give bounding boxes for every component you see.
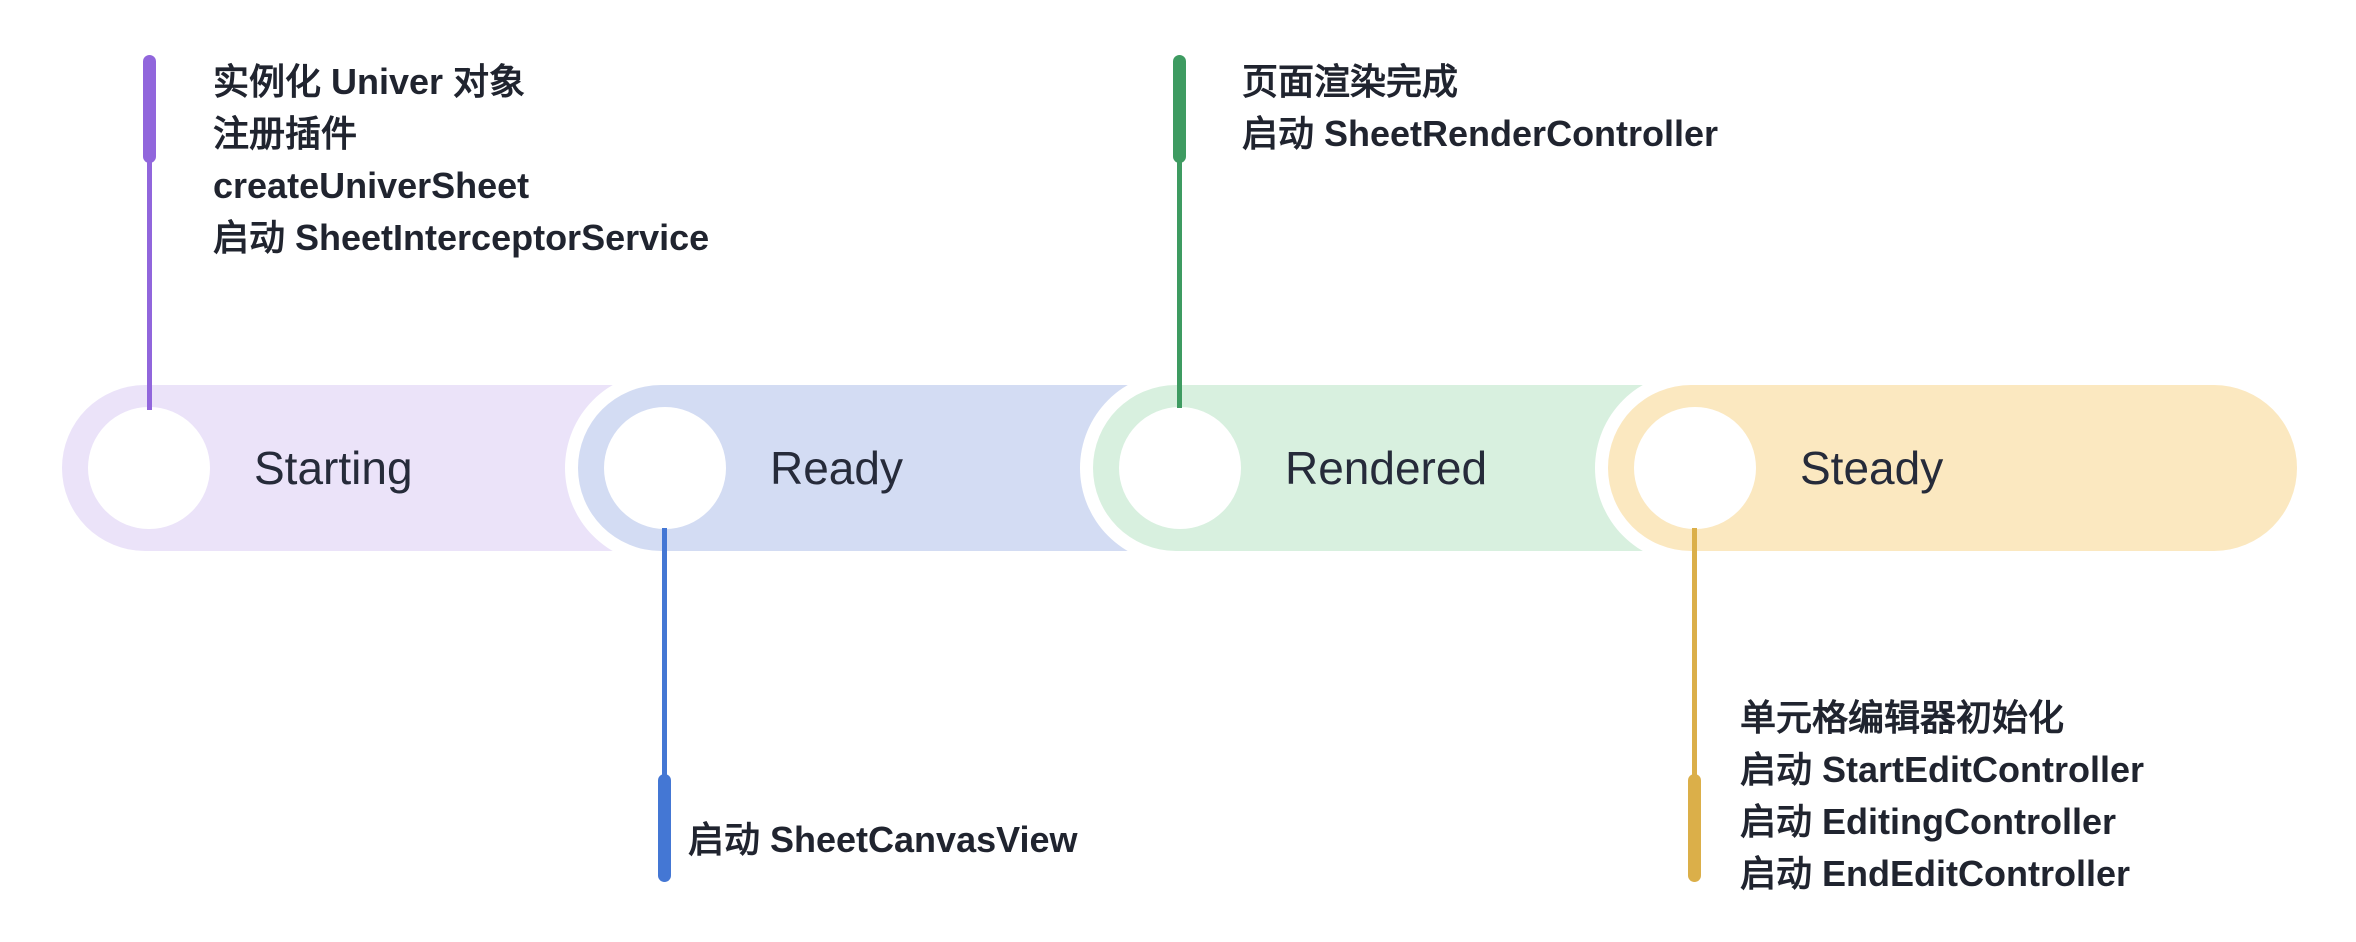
annotation-line: 启动 SheetRenderController bbox=[1242, 113, 1719, 154]
event-marker-rendered bbox=[1173, 55, 1186, 163]
stage-label-ready: Ready bbox=[770, 442, 903, 494]
event-marker-ready bbox=[658, 774, 671, 882]
annotation-rendered: 页面渲染完成 启动 SheetRenderController bbox=[1242, 56, 1718, 160]
stage-knob-ready bbox=[604, 407, 726, 529]
annotation-line: 启动 StartEditController bbox=[1740, 749, 2145, 790]
annotation-steady: 单元格编辑器初始化 启动 StartEditController 启动 Edit… bbox=[1740, 692, 2144, 900]
annotation-line: 页面渲染完成 bbox=[1242, 61, 1459, 102]
annotation-line: createUniverSheet bbox=[213, 165, 530, 206]
connector-line-steady bbox=[1692, 528, 1697, 782]
stage-knob-starting bbox=[88, 407, 210, 529]
stage-knob-rendered bbox=[1119, 407, 1241, 529]
event-marker-steady bbox=[1688, 774, 1701, 882]
annotation-ready: 启动 SheetCanvasView bbox=[688, 814, 1078, 866]
annotation-line: 启动 SheetInterceptorService bbox=[213, 217, 710, 258]
annotation-line: 实例化 Univer 对象 bbox=[213, 61, 526, 102]
connector-line-starting bbox=[147, 150, 152, 410]
stage-label-starting: Starting bbox=[254, 442, 413, 494]
stage-label-steady: Steady bbox=[1800, 442, 1944, 494]
annotation-line: 启动 EditingController bbox=[1740, 801, 2116, 842]
connector-line-ready bbox=[662, 528, 667, 780]
stage-pill-steady: Steady bbox=[1608, 385, 2297, 551]
stage-label-rendered: Rendered bbox=[1285, 442, 1488, 494]
annotation-line: 单元格编辑器初始化 bbox=[1740, 697, 2065, 738]
annotation-line: 启动 EndEditController bbox=[1740, 853, 2130, 894]
stage-knob-steady bbox=[1634, 407, 1756, 529]
event-marker-starting bbox=[143, 55, 156, 163]
connector-line-rendered bbox=[1177, 150, 1182, 408]
annotation-line: 注册插件 bbox=[213, 113, 358, 154]
annotation-line: 启动 SheetCanvasView bbox=[688, 819, 1078, 860]
annotation-starting: 实例化 Univer 对象 注册插件 createUniverSheet 启动 … bbox=[213, 56, 709, 264]
